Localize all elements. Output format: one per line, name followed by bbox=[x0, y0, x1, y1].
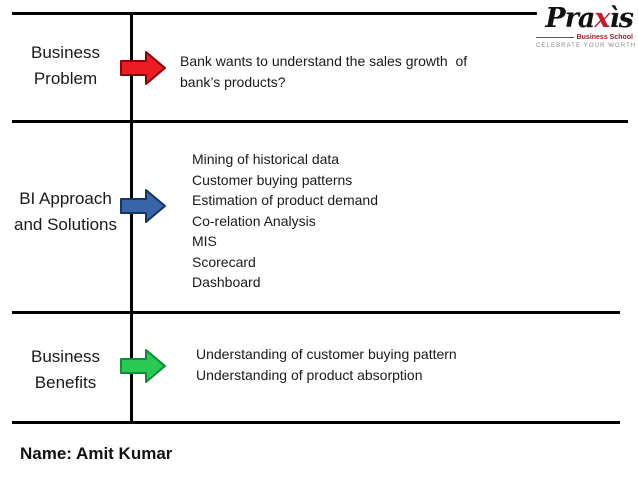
logo-subtitle-row: Business School bbox=[536, 34, 633, 41]
solution-item: Co-relation Analysis bbox=[192, 212, 316, 229]
red-arrow-shape bbox=[120, 51, 166, 85]
solution-item: Customer buying patterns bbox=[192, 171, 353, 188]
logo-x-figure-icon: x bbox=[594, 3, 610, 34]
divider-top bbox=[12, 12, 537, 15]
green-arrow-icon bbox=[120, 349, 166, 383]
business-problem-text: Bank wants to understand the sales growt… bbox=[180, 53, 468, 90]
solution-item: MIS bbox=[192, 233, 217, 249]
business-problem-label: Business Problem bbox=[31, 43, 100, 88]
business-benefits-text: Understanding of customer buying pattern… bbox=[196, 346, 457, 383]
logo-tagline: CELEBRATE YOUR WORTH bbox=[536, 43, 637, 49]
praxis-logo: Praxìs Business School CELEBRATE YOUR WO… bbox=[536, 3, 637, 49]
business-benefits-label: Business Benefits bbox=[31, 347, 100, 392]
divider-vertical bbox=[130, 12, 133, 424]
solution-item: Mining of historical data bbox=[192, 151, 340, 167]
solution-item: Estimation of product demand bbox=[192, 192, 378, 208]
solution-item: Scorecard bbox=[192, 253, 256, 270]
logo-text-post: ìs bbox=[609, 3, 634, 34]
logo-subtitle: Business School bbox=[576, 34, 633, 41]
red-arrow-icon bbox=[120, 51, 166, 85]
divider-problem-approach bbox=[12, 120, 628, 123]
blue-arrow-shape bbox=[120, 189, 166, 223]
solution-item: Dashboard bbox=[192, 274, 261, 290]
bi-approach-label: BI Approach and Solutions bbox=[13, 189, 118, 234]
author-name: Name: Amit Kumar bbox=[20, 444, 173, 463]
logo-rule bbox=[536, 37, 574, 38]
logo-text-pre: Pra bbox=[545, 3, 595, 34]
green-arrow-shape bbox=[120, 349, 166, 383]
praxis-wordmark: Praxìs bbox=[536, 3, 634, 34]
divider-bottom bbox=[12, 421, 620, 424]
blue-arrow-icon bbox=[120, 189, 166, 223]
divider-approach-benefits bbox=[12, 311, 620, 314]
